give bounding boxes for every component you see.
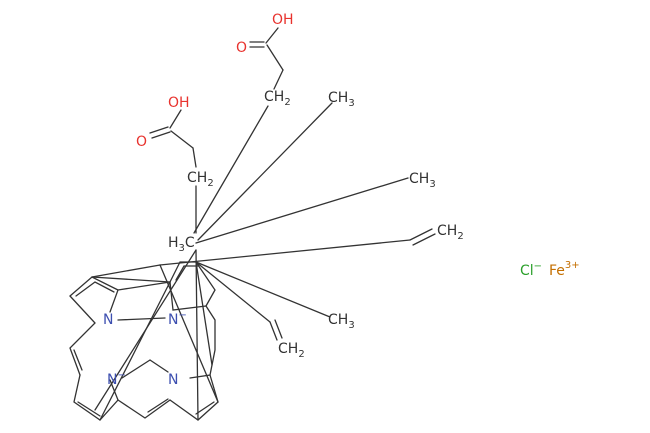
iron-label: Fe3+: [549, 260, 580, 279]
ch2-vinyl-lower-label: CH2: [278, 341, 305, 360]
o-top-label: O: [236, 40, 247, 56]
n1-label: N: [103, 312, 113, 328]
chloride-label: Cl−: [520, 261, 542, 279]
ch3-top-label: CH3: [328, 90, 355, 109]
oh-mid-label: OH: [168, 95, 190, 111]
n3-label: N−: [107, 370, 126, 388]
o-mid-label: O: [136, 134, 147, 150]
oh-top-label: OH: [272, 12, 294, 28]
ch2-vinyl-right-label: CH2: [437, 223, 464, 242]
ch3-lower-label: CH3: [328, 312, 355, 331]
bond-lines: [69, 27, 436, 421]
ch2-left-label: CH2: [187, 170, 214, 189]
ch2-upper-label: CH2: [264, 89, 291, 108]
atom-labels: CH2 CH3 CH2 CH3 CH2 H3C CH3 CH2: [168, 89, 464, 360]
n4-label: N: [168, 372, 178, 388]
n2-label: N−: [168, 310, 187, 328]
h3c-label: H3C: [168, 235, 195, 254]
oxygen-labels: OH O OH O: [136, 12, 294, 150]
ch3-right-label: CH3: [409, 171, 436, 190]
counter-ions: Cl− Fe3+: [520, 260, 580, 279]
nitrogen-labels: N N− N− N: [103, 310, 187, 388]
